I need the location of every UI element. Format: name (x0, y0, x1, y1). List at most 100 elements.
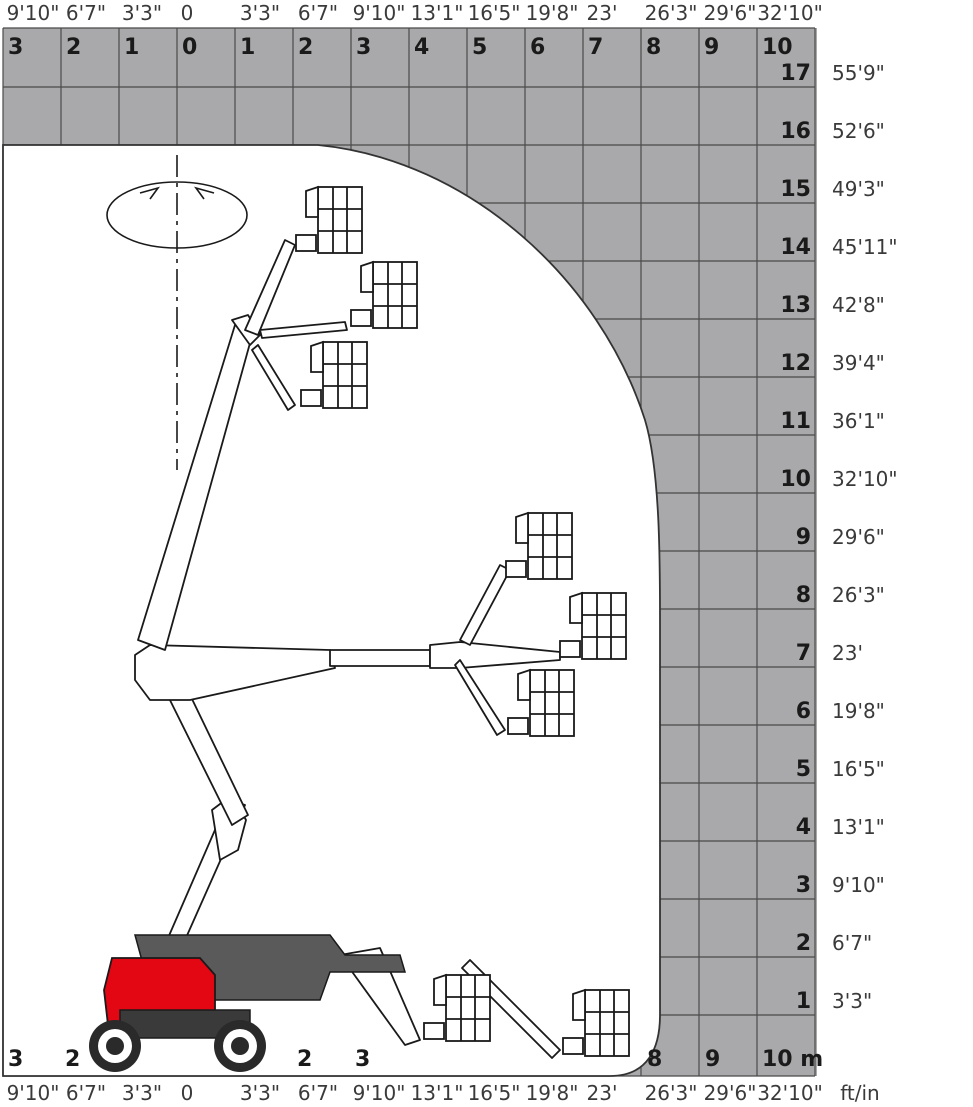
platform-basket (559, 591, 627, 660)
top-ft-label: 29'6" (704, 1, 757, 25)
top-ft-label: 13'1" (411, 1, 464, 25)
height-ft-label: 26'3" (832, 583, 885, 607)
platform-baskets (295, 185, 630, 1057)
height-ft-label: 29'6" (832, 525, 885, 549)
height-m-label: 16 (780, 119, 811, 144)
top-ft-label: 16'5" (468, 1, 521, 25)
platform-basket (423, 973, 491, 1042)
bottom-ft-label: 19'8" (526, 1081, 579, 1105)
top-m-label: 5 (472, 35, 487, 60)
bottom-ft-label: 9'10" (353, 1081, 406, 1105)
platform-basket (505, 511, 573, 580)
height-ft-label: 49'3" (832, 177, 885, 201)
bottom-m-label: 10 m (762, 1047, 823, 1072)
bottom-m-label: 2 (297, 1047, 312, 1072)
height-ft-label: 23' (832, 641, 863, 665)
height-m-label: 6 (796, 699, 811, 724)
bottom-ft-label: 32'10" (757, 1081, 823, 1105)
platform-basket (300, 340, 368, 409)
platform-basket (562, 988, 630, 1057)
height-ft-label: 3'3" (832, 989, 872, 1013)
wheel-left (89, 1020, 141, 1072)
height-ft-label: 16'5" (832, 757, 885, 781)
top-ft-label: 26'3" (645, 1, 698, 25)
platform-basket (295, 185, 363, 254)
top-ft-label: 32'10" (757, 1, 823, 25)
machine-chassis (89, 934, 407, 1072)
top-m-label: 2 (66, 35, 81, 60)
platform-basket (350, 260, 418, 329)
height-m-label: 14 (780, 235, 811, 260)
top-ft-label: 6'7" (298, 1, 338, 25)
bottom-ft-label: 16'5" (468, 1081, 521, 1105)
top-m-label: 8 (646, 35, 661, 60)
height-m-label: 12 (780, 351, 811, 376)
bottom-m-label: 8 (647, 1047, 662, 1072)
height-ft-label: 55'9" (832, 61, 885, 85)
bottom-ft-label: 23' (587, 1081, 618, 1105)
height-ft-label: 52'6" (832, 119, 885, 143)
top-m-label: 4 (414, 35, 429, 60)
height-m-label: 8 (796, 583, 811, 608)
height-m-label: 9 (796, 525, 811, 550)
height-m-label: 2 (796, 931, 811, 956)
top-m-label: 10 (762, 35, 793, 60)
height-ft-label: 6'7" (832, 931, 872, 955)
top-m-label: 3 (8, 35, 23, 60)
platform-basket (507, 668, 575, 737)
bottom-m-label: 2 (65, 1047, 80, 1072)
top-m-label: 7 (588, 35, 603, 60)
bottom-ft-label: 0 (181, 1081, 194, 1105)
bottom-ft-label: 3'3" (240, 1081, 280, 1105)
bottom-ft-label: 6'7" (298, 1081, 338, 1105)
height-m-label: 4 (796, 815, 811, 840)
height-m-label: 5 (796, 757, 811, 782)
top-m-label: 1 (240, 35, 255, 60)
height-m-label: 7 (796, 641, 811, 666)
height-m-label: 13 (780, 293, 811, 318)
top-ft-label: 9'10" (7, 1, 60, 25)
height-m-label: 17 (780, 61, 811, 86)
bottom-ft-label: 26'3" (645, 1081, 698, 1105)
bottom-ft-label: 3'3" (122, 1081, 162, 1105)
height-ft-label: 36'1" (832, 409, 885, 433)
height-m-label: 1 (796, 989, 811, 1014)
height-ft-label: 32'10" (832, 467, 898, 491)
bottom-m-label: 9 (705, 1047, 720, 1072)
top-m-label: 2 (298, 35, 313, 60)
height-m-label: 3 (796, 873, 811, 898)
top-ft-label: 3'3" (240, 1, 280, 25)
top-ft-label: 23' (587, 1, 618, 25)
top-m-label: 1 (124, 35, 139, 60)
wheel-right (214, 1020, 266, 1072)
top-m-label: 3 (356, 35, 371, 60)
height-m-label: 10 (780, 467, 811, 492)
top-ft-label: 6'7" (66, 1, 106, 25)
rotation-symbol (106, 155, 248, 470)
height-m-label: 15 (780, 177, 811, 202)
top-m-label: 9 (704, 35, 719, 60)
height-ft-label: 45'11" (832, 235, 898, 259)
working-envelope (2, 144, 661, 1077)
height-ft-label: 13'1" (832, 815, 885, 839)
top-m-label: 0 (182, 35, 197, 60)
height-ft-label: 42'8" (832, 293, 885, 317)
height-ft-label: 39'4" (832, 351, 885, 375)
bottom-ft-label: 29'6" (704, 1081, 757, 1105)
height-m-label: 11 (780, 409, 811, 434)
bottom-m-label: 3 (8, 1047, 23, 1072)
height-ft-label: 9'10" (832, 873, 885, 897)
top-ft-label: 19'8" (526, 1, 579, 25)
bottom-unit-label: ft/in (840, 1081, 880, 1105)
bottom-ft-label: 13'1" (411, 1081, 464, 1105)
height-ft-label: 19'8" (832, 699, 885, 723)
bottom-m-label: 3 (355, 1047, 370, 1072)
bottom-ft-label: 6'7" (66, 1081, 106, 1105)
top-ft-label: 3'3" (122, 1, 162, 25)
top-m-label: 6 (530, 35, 545, 60)
top-ft-label: 0 (181, 1, 194, 25)
bottom-ft-label: 9'10" (7, 1081, 60, 1105)
top-ft-label: 9'10" (353, 1, 406, 25)
